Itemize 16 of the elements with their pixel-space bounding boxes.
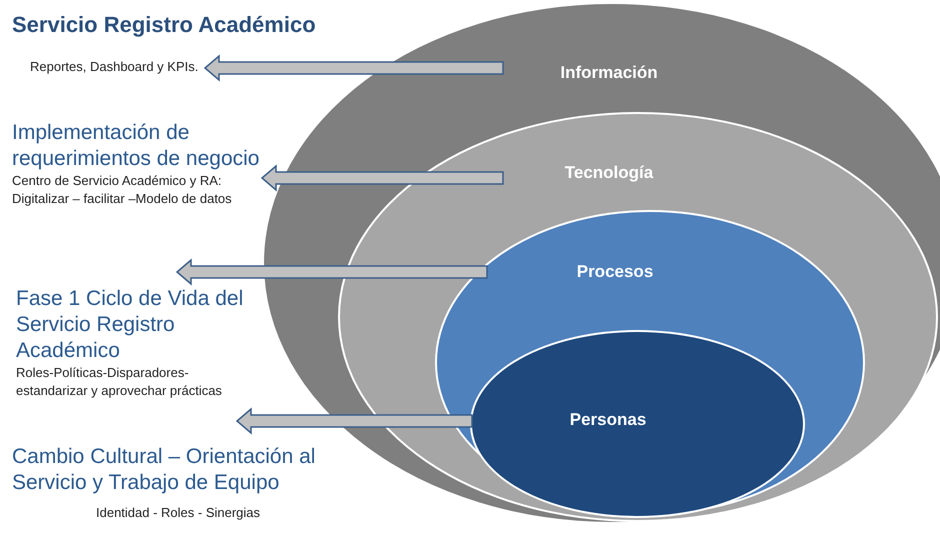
title: Servicio Registro Académico xyxy=(12,11,316,39)
heading-text: Fase 1 Ciclo de Vida del Servicio Registro Académico xyxy=(16,286,244,364)
layer-label: Tecnología xyxy=(564,162,654,184)
block-arrow xyxy=(236,407,473,435)
note-text: Roles-Políticas-Disparadores- estandarizar y aprovechar prácticas xyxy=(16,364,223,400)
heading-text: Cambio Cultural – Orientación al Servicio y Trabajo de Equipo xyxy=(12,444,316,496)
note-text: Identidad - Roles - Sinergias xyxy=(95,504,262,522)
layer-label: Procesos xyxy=(576,261,654,283)
layer-label: Información xyxy=(560,62,658,84)
block-arrow xyxy=(260,164,504,192)
note-text: Centro de Servicio Académico y RA: Digitalizar – facilitar –Modelo de datos xyxy=(12,172,233,208)
block-arrow xyxy=(176,258,488,286)
layer-label: Personas xyxy=(570,409,646,431)
heading-text: Implementación de requerimientos de negocio xyxy=(12,120,260,172)
block-arrow xyxy=(204,54,504,82)
note-text: Reportes, Dashboard y KPIs. xyxy=(30,58,200,76)
